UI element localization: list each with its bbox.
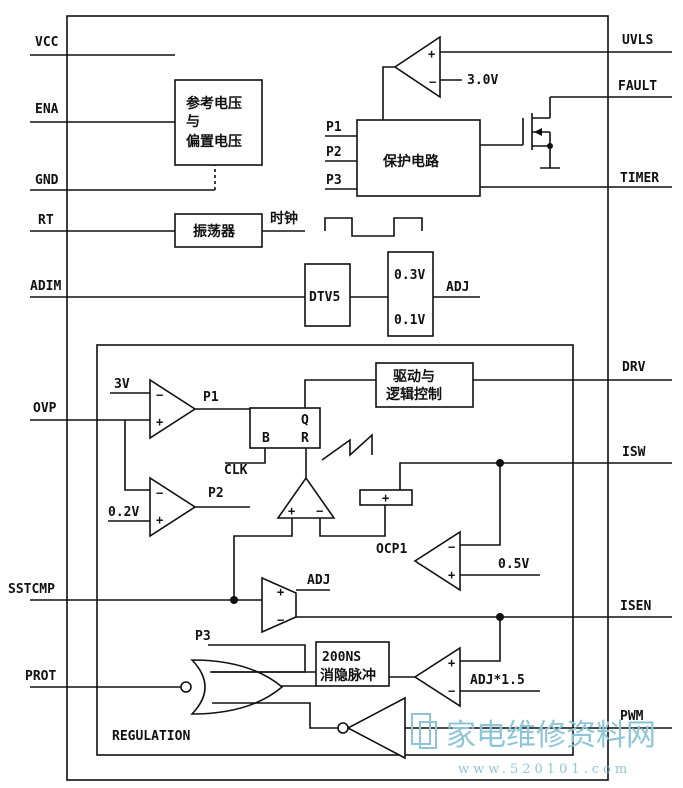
p3-gate-label: P3 <box>195 629 211 644</box>
ocp1-label: OCP1 <box>376 542 407 557</box>
pin-prot: PROT <box>25 669 56 684</box>
ea-minus: − <box>277 613 284 627</box>
left-pins <box>30 54 305 688</box>
pin-drv: DRV <box>622 360 646 375</box>
oscillator-label: 振荡器 <box>193 223 236 240</box>
drive-label-1: 驱动与 <box>393 368 435 385</box>
clock-waveform <box>324 217 423 237</box>
pin-gnd: GND <box>35 173 59 188</box>
p1-comp-minus: − <box>156 388 163 402</box>
ff-q: Q <box>301 413 309 428</box>
right-pins <box>280 51 672 729</box>
error-amp <box>261 576 297 634</box>
ocp-plus: + <box>448 568 455 582</box>
ocp-minus: − <box>448 540 455 554</box>
pin-ovp: OVP <box>33 401 57 416</box>
chip-boundary <box>66 15 609 781</box>
pin-adim: ADIM <box>30 279 61 294</box>
blanking-label-2: 消隐脉冲 <box>320 667 376 684</box>
clamp-03v: 0.3V <box>394 268 425 283</box>
regulation-boundary <box>96 344 574 756</box>
pin-sstcmp: SSTCMP <box>8 582 55 597</box>
uvls-minus: − <box>429 75 436 89</box>
reference-block <box>174 79 263 166</box>
uvls-plus: + <box>428 47 435 61</box>
pin-isen: ISEN <box>620 599 651 614</box>
flip-flop <box>249 407 321 449</box>
adj15-plus: + <box>448 656 455 670</box>
pin-rt: RT <box>38 213 54 228</box>
pwm-comp-minus: − <box>316 504 323 518</box>
ref-adj15: ADJ*1.5 <box>470 673 525 688</box>
clamp-01v: 0.1V <box>394 313 425 328</box>
fault-mosfet <box>480 97 560 169</box>
adj-clamp-block <box>387 251 434 337</box>
blanking-block <box>315 641 390 687</box>
dtv5-block <box>304 263 351 327</box>
regulation-label: REGULATION <box>112 729 190 744</box>
p2-input: P2 <box>326 145 342 160</box>
blanking-label-1: 200NS <box>322 650 361 665</box>
drive-logic-block <box>375 362 474 408</box>
ref-05v: 0.5V <box>498 557 529 572</box>
error-amp-adj: ADJ <box>307 573 330 588</box>
pin-vcc: VCC <box>35 35 58 50</box>
p2-output: P2 <box>208 486 224 501</box>
pin-fault: FAULT <box>618 79 657 94</box>
ff-b: B <box>262 431 270 446</box>
reference-label-3: 偏置电压 <box>186 133 242 150</box>
ovp-comparator-p1 <box>149 378 197 440</box>
pin-pwm: PWM <box>620 709 644 724</box>
pwm-comp-plus: + <box>288 504 295 518</box>
p2-comp-plus: + <box>156 513 163 527</box>
protection-label: 保护电路 <box>382 153 440 170</box>
pin-timer: TIMER <box>620 171 659 186</box>
p1-comp-plus: + <box>156 415 163 429</box>
pin-ena: ENA <box>35 102 59 117</box>
or-gate-bubble <box>180 681 192 693</box>
oscillator-block <box>174 213 263 248</box>
drive-label-2: 逻辑控制 <box>386 386 442 403</box>
ff-r: R <box>301 431 309 446</box>
adj-output: ADJ <box>446 280 469 295</box>
pwm-comparator <box>276 476 336 519</box>
clk-label: CLK <box>224 463 248 478</box>
p3-input: P3 <box>326 173 342 188</box>
sawtooth-ramp <box>321 433 373 461</box>
ea-plus: + <box>277 585 284 599</box>
adj15-comparator <box>413 646 461 708</box>
ovp-ref-3v: 3V <box>114 377 130 392</box>
ref-02v: 0.2V <box>108 505 139 520</box>
reference-label-2: 与 <box>186 114 200 130</box>
pwm-inverter <box>346 696 406 760</box>
uvls-comparator <box>393 35 441 99</box>
ref-3v: 3.0V <box>467 73 498 88</box>
sum-plus: + <box>382 491 389 505</box>
p1-input: P1 <box>326 120 342 135</box>
clock-label: 时钟 <box>270 210 298 227</box>
dtv5-label: DTV5 <box>309 290 340 305</box>
p1-output: P1 <box>203 390 219 405</box>
or-gate <box>190 659 284 715</box>
pin-uvls: UVLS <box>622 33 653 48</box>
watermark: 家电维修资料网 www.520101.com <box>411 713 656 777</box>
protection-block <box>356 119 481 197</box>
ovp-comparator-p2 <box>149 476 197 538</box>
pin-isw: ISW <box>622 445 646 460</box>
ocp1-comparator <box>413 530 461 592</box>
inverter-bubble <box>337 722 349 734</box>
summing-block <box>359 489 413 506</box>
watermark-brand: 家电维修资料网 <box>446 718 656 753</box>
watermark-url: www.520101.com <box>458 762 631 777</box>
p2-comp-minus: − <box>156 486 163 500</box>
adj15-minus: − <box>448 684 455 698</box>
reference-label-1: 参考电压 <box>186 95 242 112</box>
